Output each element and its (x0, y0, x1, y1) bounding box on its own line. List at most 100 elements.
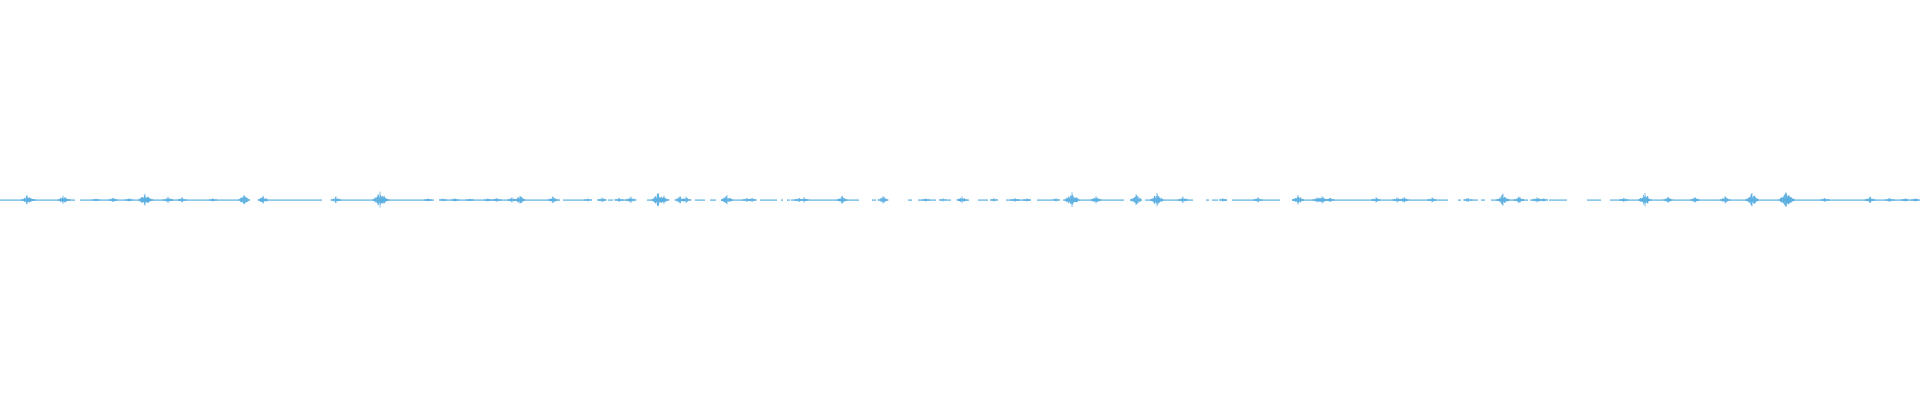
waveform-peak (1253, 197, 1263, 203)
waveform-peak (108, 197, 118, 202)
waveform-peak (1177, 196, 1189, 204)
waveform-peak (1719, 196, 1731, 204)
waveform-peak (1619, 197, 1629, 202)
waveform-peak (680, 196, 692, 204)
waveform-peak (836, 195, 848, 204)
waveform-peak (625, 196, 637, 204)
waveform-peak (1010, 197, 1020, 202)
waveform-peak (721, 195, 733, 205)
waveform-baseline-segment (1206, 199, 1209, 201)
waveform-peak (584, 198, 592, 202)
waveform-baseline-segment (1620, 199, 1920, 201)
waveform-peak (492, 197, 502, 202)
waveform-peak (877, 196, 889, 204)
waveform-peak (1463, 197, 1473, 202)
waveform-peak (125, 198, 133, 202)
waveform-peak (614, 197, 624, 202)
waveform-baseline-segment (0, 199, 75, 201)
waveform-peak (922, 198, 930, 202)
waveform-baseline-segment (978, 199, 988, 201)
waveform-peak (466, 198, 474, 202)
waveform-baseline-segment (1458, 199, 1461, 201)
waveform-baseline-segment (695, 199, 705, 201)
waveform-peak (26, 197, 36, 202)
waveform-baseline-segment (379, 199, 434, 201)
waveform-peak (1540, 198, 1548, 202)
waveform-peak (209, 198, 217, 202)
waveform-baseline-segment (1037, 199, 1052, 201)
waveform-peak (237, 195, 251, 205)
waveform-peak (1663, 196, 1673, 203)
waveform-baseline-segment (1232, 199, 1257, 201)
waveform-peak (1911, 198, 1919, 202)
waveform-baseline-segment (804, 199, 859, 201)
waveform-peak (1885, 197, 1895, 202)
waveform-peak (1532, 197, 1542, 203)
waveform-baseline-segment (1481, 199, 1485, 201)
waveform-peak (1783, 195, 1795, 205)
waveform-peak (61, 197, 71, 203)
waveform-baseline-segment (1587, 199, 1601, 201)
waveform-peak (1130, 194, 1142, 206)
waveform-baseline-segment (1470, 199, 1478, 201)
waveform-baseline-segment (731, 199, 745, 201)
waveform-peak (547, 196, 559, 204)
waveform-baseline-segment (781, 199, 783, 201)
waveform-peak (424, 198, 432, 202)
waveform-peak (1864, 196, 1876, 204)
waveform-peak (378, 195, 390, 204)
waveform-peak (142, 196, 154, 204)
waveform-peak (1901, 198, 1909, 202)
waveform-peak (1325, 197, 1335, 202)
waveform-peak (1052, 198, 1060, 202)
waveform-baseline-segment (1063, 199, 1066, 201)
waveform-baseline-segment (760, 199, 777, 201)
waveform-peak (747, 197, 757, 202)
waveform-baseline-segment (947, 199, 951, 201)
waveform-baseline-segment (872, 199, 876, 201)
waveform-peak (658, 195, 670, 204)
waveform-peak (162, 196, 174, 204)
waveform-peak (1496, 193, 1510, 206)
waveform-baseline-segment (710, 199, 716, 201)
waveform-peak (1292, 195, 1304, 205)
waveform-peak (1820, 197, 1830, 202)
waveform-peak (1399, 197, 1409, 203)
waveform-baseline-segment (260, 199, 322, 201)
waveform-peak (1745, 193, 1759, 207)
waveform-baseline-segment (1260, 199, 1280, 201)
waveform-baseline-group (0, 199, 1920, 201)
waveform-baseline-segment (1610, 199, 1624, 201)
waveform-baseline-segment (1549, 199, 1567, 201)
waveform-peak (1219, 198, 1227, 202)
waveform-baseline-segment (338, 199, 376, 201)
waveform-peak (484, 198, 492, 202)
waveform-peak (1371, 197, 1381, 203)
waveform-baseline-segment (1292, 199, 1448, 201)
waveform-peak (956, 196, 968, 204)
waveform-peak (92, 198, 100, 202)
waveform-peak (597, 197, 607, 203)
waveform-baseline-segment (608, 199, 613, 201)
waveform-peak (177, 197, 187, 203)
waveform-peak (1064, 192, 1080, 207)
waveform-peak (451, 198, 459, 202)
waveform-baseline-segment (1187, 199, 1193, 201)
waveform-peak (1513, 196, 1525, 204)
waveform-peak (257, 195, 269, 204)
waveform-baseline-segment (563, 199, 586, 201)
waveform-peak (990, 198, 998, 202)
waveform-peak (330, 196, 342, 204)
waveform-baseline-segment (80, 199, 238, 201)
waveform-peak (799, 197, 809, 203)
waveform-peak (939, 198, 947, 202)
waveform-peak (1427, 197, 1437, 203)
waveform-peak (1638, 193, 1652, 207)
waveform-peak (1090, 196, 1102, 204)
waveform-baseline-segment (787, 199, 790, 201)
waveform-peaks-group (20, 191, 1919, 208)
waveform-peak (1023, 198, 1031, 202)
waveform-peak (1690, 197, 1700, 203)
